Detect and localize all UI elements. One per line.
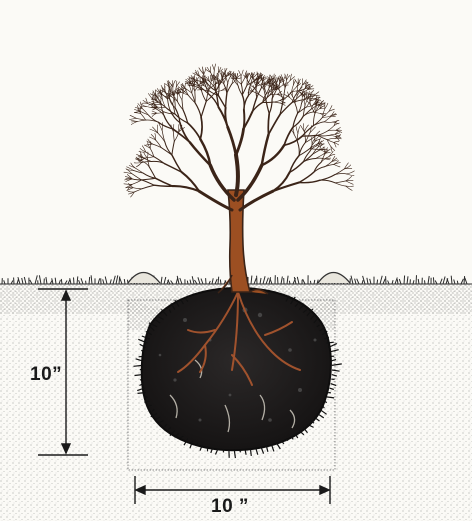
soil-mound-right: [318, 273, 350, 284]
depth-label: 10”: [30, 364, 62, 386]
width-label: 10 ”: [211, 496, 249, 518]
tree-branches: [124, 64, 355, 210]
soil-mound-left: [128, 273, 160, 284]
